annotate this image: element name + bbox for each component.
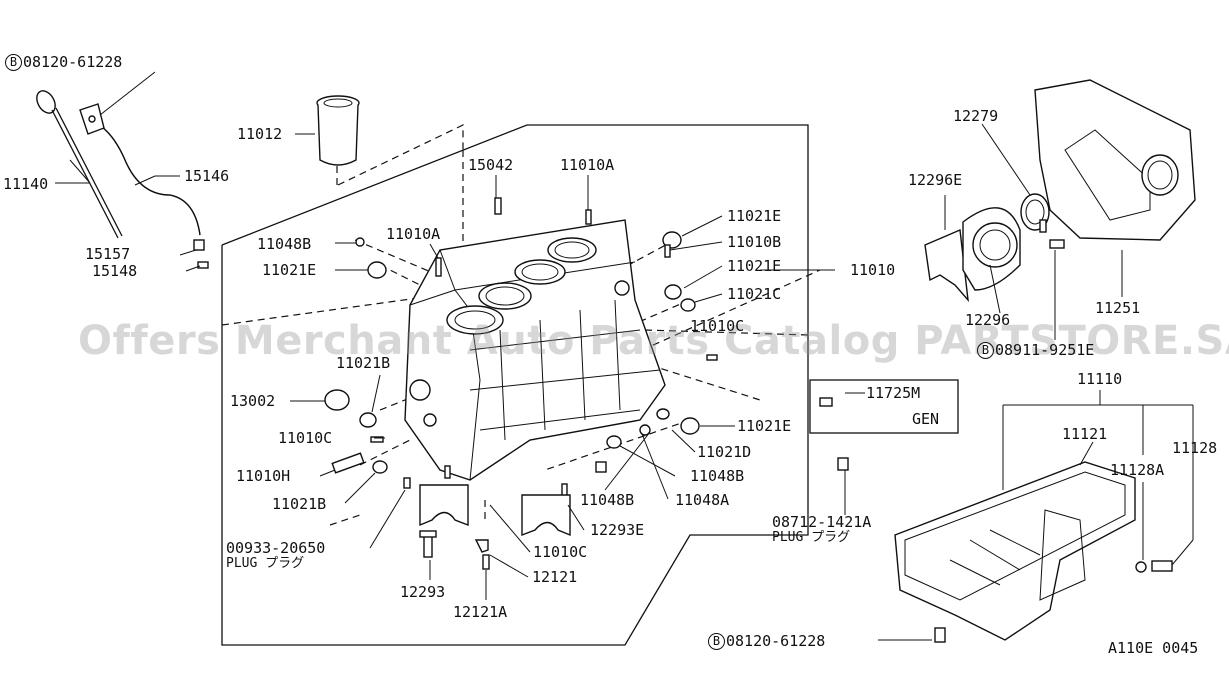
callout-11048b-top: 11048B <box>257 235 312 253</box>
oil-filler-cap-part <box>316 95 360 166</box>
callout-11021b-bottom: 11021B <box>272 495 327 513</box>
callout-11128: 11128 <box>1172 439 1218 457</box>
callout-00933-20650: 00933-20650 <box>226 539 326 557</box>
gen-inset-box <box>809 379 959 434</box>
circle-b-icon: B <box>708 633 725 650</box>
callout-12279: 12279 <box>953 107 999 125</box>
callout-15146: 15146 <box>184 167 230 185</box>
callout-11021e-left: 11021E <box>262 261 317 279</box>
callout-12121: 12121 <box>532 568 578 586</box>
callout-11010c-bottom: 11010C <box>533 543 588 561</box>
circle-b-icon: B <box>5 54 22 71</box>
callout-12121a: 12121A <box>453 603 508 621</box>
callout-11010c-left: 11010C <box>278 429 333 447</box>
callout-11110: 11110 <box>1077 370 1123 388</box>
callout-15157: 15157 <box>85 245 131 263</box>
oil-pan-part <box>894 461 1173 643</box>
callout-08911-text: 08911-9251E <box>995 341 1095 359</box>
callout-11048b-right: 11048B <box>690 467 745 485</box>
callout-08712-1421a: 08712-1421A <box>772 513 872 531</box>
callout-11048b-bottom: 11048B <box>580 491 635 509</box>
callout-15042: 15042 <box>468 156 514 174</box>
callout-11251: 11251 <box>1095 299 1141 317</box>
dipstick-part <box>36 90 123 239</box>
callout-11021e-r3: 11021E <box>737 417 792 435</box>
small-parts <box>324 197 718 570</box>
dipstick-guide-part <box>79 103 209 269</box>
callout-11010a-mid: 11010A <box>386 225 441 243</box>
callout-11121: 11121 <box>1062 425 1108 443</box>
cylinder-block-part <box>404 219 666 481</box>
plug-part <box>837 457 849 471</box>
callout-11140: 11140 <box>3 175 49 193</box>
callout-11010: 11010 <box>850 261 896 279</box>
explode-lines <box>221 124 821 526</box>
callout-13002: 13002 <box>230 392 276 410</box>
callout-11048a: 11048A <box>675 491 730 509</box>
plug-label-left: PLUG プラグ <box>226 556 305 571</box>
callout-12293e: 12293E <box>590 521 645 539</box>
callout-11010b: 11010B <box>727 233 782 251</box>
callout-12293: 12293 <box>400 583 446 601</box>
callout-11021d: 11021D <box>697 443 752 461</box>
callout-11128a: 11128A <box>1110 461 1165 479</box>
plug-label-right: PLUG プラグ <box>772 530 851 545</box>
callout-08120-top-text: 08120-61228 <box>23 53 123 71</box>
callout-11010a-top: 11010A <box>560 156 615 174</box>
callout-11021c: 11021C <box>727 285 782 303</box>
callout-11021e-r2: 11021E <box>727 257 782 275</box>
rear-plate-parts <box>924 79 1196 303</box>
circle-b-icon: B <box>977 342 994 359</box>
leader-lines <box>55 71 1194 641</box>
callout-11021e-r1: 11021E <box>727 207 782 225</box>
figure-code: A110E 0045 <box>1108 639 1199 657</box>
label-gen: GEN <box>912 410 940 428</box>
callout-11012: 11012 <box>237 125 283 143</box>
callout-12296e: 12296E <box>908 171 963 189</box>
callout-15148: 15148 <box>92 262 138 280</box>
callout-11010h: 11010H <box>236 467 291 485</box>
callout-11010c-right: 11010C <box>690 317 745 335</box>
callout-11021b-top: 11021B <box>336 354 391 372</box>
callout-11725m: 11725M <box>866 384 921 402</box>
gen-bolt-part <box>819 397 833 407</box>
callout-12296: 12296 <box>965 311 1011 329</box>
callout-08120-bottom-text: 08120-61228 <box>726 632 826 650</box>
watermark: Offers Merchant Auto Parts Catalog PARTS… <box>78 318 1229 364</box>
block-frame <box>221 124 809 646</box>
